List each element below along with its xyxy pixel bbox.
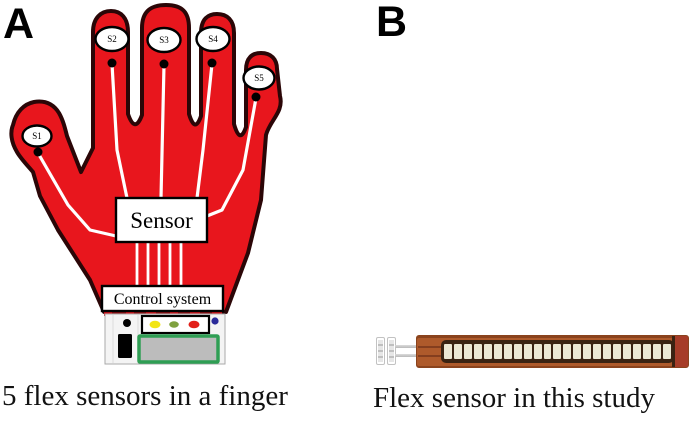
panel-a-caption: 5 flex sensors in a finger bbox=[2, 380, 288, 412]
flex-sensor-segment bbox=[523, 344, 532, 359]
flex-sensor-segment bbox=[493, 344, 502, 359]
sensor-badge-s1: S1 bbox=[21, 124, 53, 148]
panel-b-label: B bbox=[376, 0, 408, 46]
connector-pin bbox=[395, 354, 419, 357]
flex-sensor-segment bbox=[573, 344, 582, 359]
flex-sensor-end-cap bbox=[672, 336, 688, 367]
sensor-contact-dot-s2 bbox=[107, 58, 117, 68]
glove-hand-illustration: S1 S2 S3 S4 S5 Sensor bbox=[9, 3, 283, 365]
lcd-display bbox=[137, 334, 220, 364]
sensor-wire-s3 bbox=[159, 63, 166, 200]
flex-sensor-segment bbox=[633, 344, 642, 359]
flex-sensor-segment bbox=[473, 344, 482, 359]
control-system-box: Control system bbox=[100, 284, 225, 313]
sensor-contact-dot-s5 bbox=[251, 92, 261, 102]
sensor-badge-s3: S3 bbox=[146, 26, 182, 54]
sensor-contact-dot-s1 bbox=[33, 147, 43, 157]
wrist-band-dash bbox=[178, 311, 190, 315]
connector-pin-housing bbox=[376, 337, 385, 365]
flex-sensor-segment bbox=[533, 344, 542, 359]
svg-text:S3: S3 bbox=[159, 35, 169, 45]
svg-text:S1: S1 bbox=[32, 131, 42, 141]
flex-sensor-segment bbox=[543, 344, 552, 359]
sensor-badge-s2: S2 bbox=[94, 25, 130, 53]
flex-sensor-segment bbox=[653, 344, 661, 359]
sensor-wire-s2 bbox=[110, 62, 129, 200]
sensor-box: Sensor bbox=[114, 196, 209, 244]
connector-pin-housing bbox=[387, 337, 396, 365]
flex-sensor-segment bbox=[453, 344, 462, 359]
flex-sensor-segment bbox=[593, 344, 602, 359]
svg-text:S2: S2 bbox=[107, 34, 117, 44]
flex-sensor-segment bbox=[643, 344, 652, 359]
panel-b-caption: Flex sensor in this study bbox=[373, 382, 655, 414]
svg-text:Control system: Control system bbox=[114, 291, 212, 308]
copper-trace bbox=[418, 346, 444, 348]
copper-trace bbox=[418, 355, 444, 357]
sensor-contact-dot-s4 bbox=[207, 58, 217, 68]
flex-sensor-segment bbox=[483, 344, 492, 359]
flex-sensor-segment bbox=[444, 344, 452, 359]
flex-sensor-segment bbox=[503, 344, 512, 359]
flex-sensor-segment bbox=[563, 344, 572, 359]
flex-sensor-segment bbox=[553, 344, 562, 359]
flex-sensor-photo bbox=[376, 334, 690, 368]
flex-sensor-strip bbox=[416, 335, 689, 368]
indicator-blue-dot bbox=[211, 317, 219, 325]
flex-sensor-segment bbox=[603, 344, 612, 359]
hand-silhouette bbox=[9, 3, 283, 314]
svg-text:Sensor: Sensor bbox=[130, 208, 193, 233]
svg-text:S5: S5 bbox=[254, 73, 264, 83]
sensor-badge-s4: S4 bbox=[195, 25, 231, 53]
control-module bbox=[104, 313, 226, 365]
flex-sensor-segment bbox=[613, 344, 622, 359]
toggle-switch bbox=[118, 334, 132, 358]
connector-pin bbox=[395, 345, 419, 348]
sensor-wire-s5 bbox=[205, 96, 258, 218]
wrist-band-dash bbox=[134, 311, 146, 315]
flex-sensor-segment bbox=[583, 344, 592, 359]
sensor-wire-s1 bbox=[36, 151, 118, 238]
sensor-contact-dot-s3 bbox=[159, 59, 169, 69]
flex-sensor-connector bbox=[376, 337, 396, 365]
led-yellow bbox=[149, 320, 161, 329]
sensor-wire-s4 bbox=[195, 62, 214, 200]
sensor-badge-s5: S5 bbox=[242, 65, 276, 91]
flex-sensor-segment bbox=[513, 344, 522, 359]
power-button bbox=[123, 319, 131, 327]
svg-text:S4: S4 bbox=[208, 34, 218, 44]
flex-sensor-segment bbox=[623, 344, 632, 359]
panel-a-label: A bbox=[3, 0, 35, 48]
led-red bbox=[188, 320, 200, 329]
flex-sensor-segment bbox=[662, 344, 671, 359]
flex-sensor-segments bbox=[441, 340, 674, 363]
flex-sensor-segment bbox=[463, 344, 472, 359]
led-green bbox=[169, 321, 179, 328]
